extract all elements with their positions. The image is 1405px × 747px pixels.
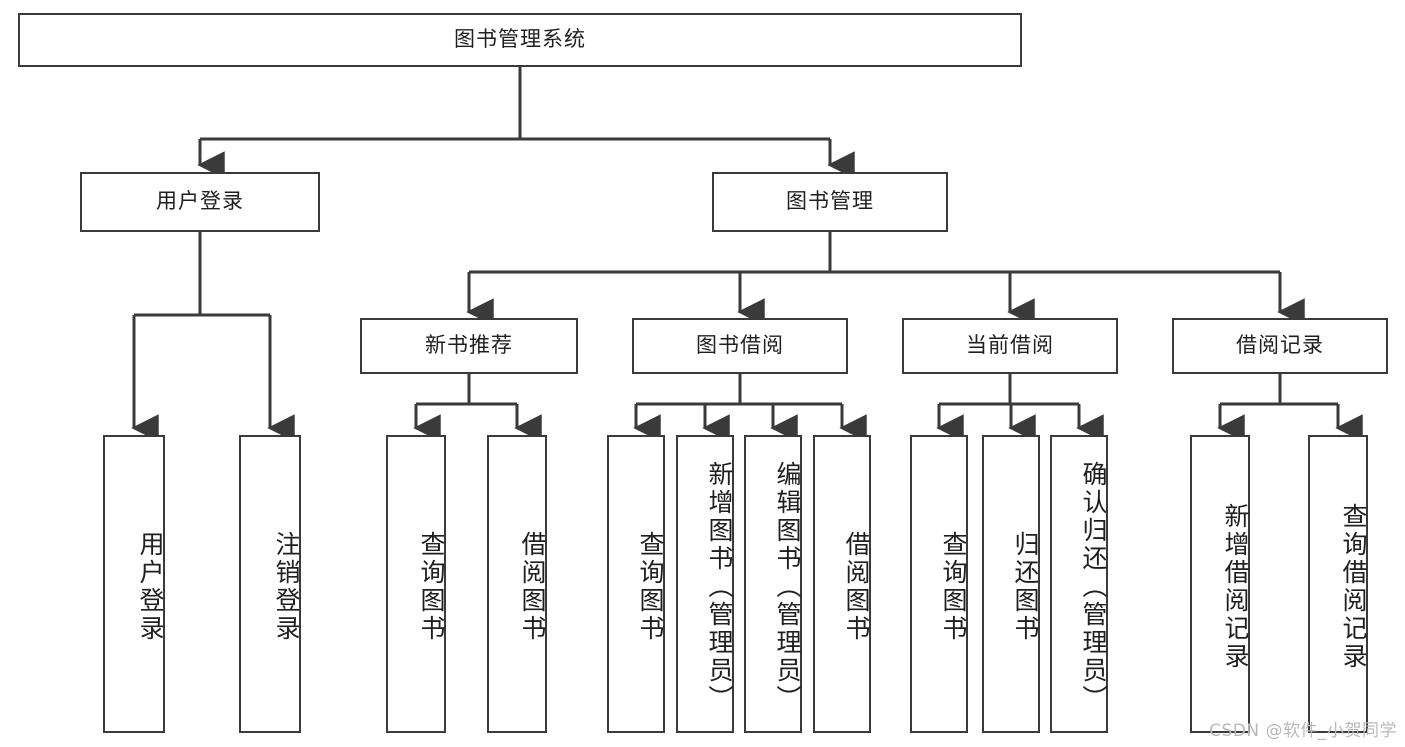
- node-label: 图书借阅: [696, 333, 784, 358]
- node-leaf-3[interactable]: 查询图书: [386, 435, 446, 733]
- node-label: 新增图书（管理员）: [705, 461, 734, 713]
- node-leaf-4[interactable]: 借阅图书: [487, 435, 547, 733]
- node-leaf-9[interactable]: 查询图书: [910, 435, 968, 733]
- node-label: 图书管理: [786, 189, 874, 214]
- node-level3-2[interactable]: 图书借阅: [632, 318, 848, 374]
- node-level3-3[interactable]: 当前借阅: [902, 318, 1118, 374]
- node-label: 查询图书: [939, 531, 968, 643]
- node-label: 新增借阅记录: [1221, 503, 1250, 671]
- node-leaf-6[interactable]: 新增图书（管理员）: [676, 435, 734, 733]
- node-leaf-11[interactable]: 确认归还（管理员）: [1050, 435, 1108, 733]
- node-label: 借阅记录: [1236, 333, 1324, 358]
- node-leaf-10[interactable]: 归还图书: [982, 435, 1040, 733]
- node-label: 用户登录: [156, 189, 244, 214]
- node-label: 借阅图书: [842, 531, 871, 643]
- node-level3-1[interactable]: 新书推荐: [360, 318, 578, 374]
- node-label: 查询图书: [636, 531, 665, 643]
- node-root-system[interactable]: 图书管理系统: [18, 13, 1022, 67]
- node-label: 借阅图书: [518, 531, 547, 643]
- node-level2-1[interactable]: 用户登录: [80, 172, 320, 232]
- node-label: 归还图书: [1011, 531, 1040, 643]
- node-leaf-5[interactable]: 查询图书: [607, 435, 665, 733]
- node-leaf-12[interactable]: 新增借阅记录: [1190, 435, 1250, 733]
- node-label: 当前借阅: [966, 333, 1054, 358]
- node-label: 编辑图书（管理员）: [773, 461, 802, 713]
- node-label: 查询借阅记录: [1339, 503, 1368, 671]
- node-level3-4[interactable]: 借阅记录: [1172, 318, 1388, 374]
- node-level2-2[interactable]: 图书管理: [712, 172, 948, 232]
- node-label: 确认归还（管理员）: [1079, 461, 1108, 713]
- node-label: 注销登录: [272, 531, 301, 643]
- node-label: 用户登录: [136, 531, 165, 643]
- node-leaf-13[interactable]: 查询借阅记录: [1308, 435, 1368, 733]
- node-leaf-7[interactable]: 编辑图书（管理员）: [744, 435, 802, 733]
- node-label: 查询图书: [417, 531, 446, 643]
- node-leaf-2[interactable]: 注销登录: [239, 435, 301, 733]
- node-leaf-8[interactable]: 借阅图书: [813, 435, 871, 733]
- node-label: 图书管理系统: [454, 27, 586, 52]
- node-label: 新书推荐: [425, 333, 513, 358]
- node-leaf-1[interactable]: 用户登录: [103, 435, 165, 733]
